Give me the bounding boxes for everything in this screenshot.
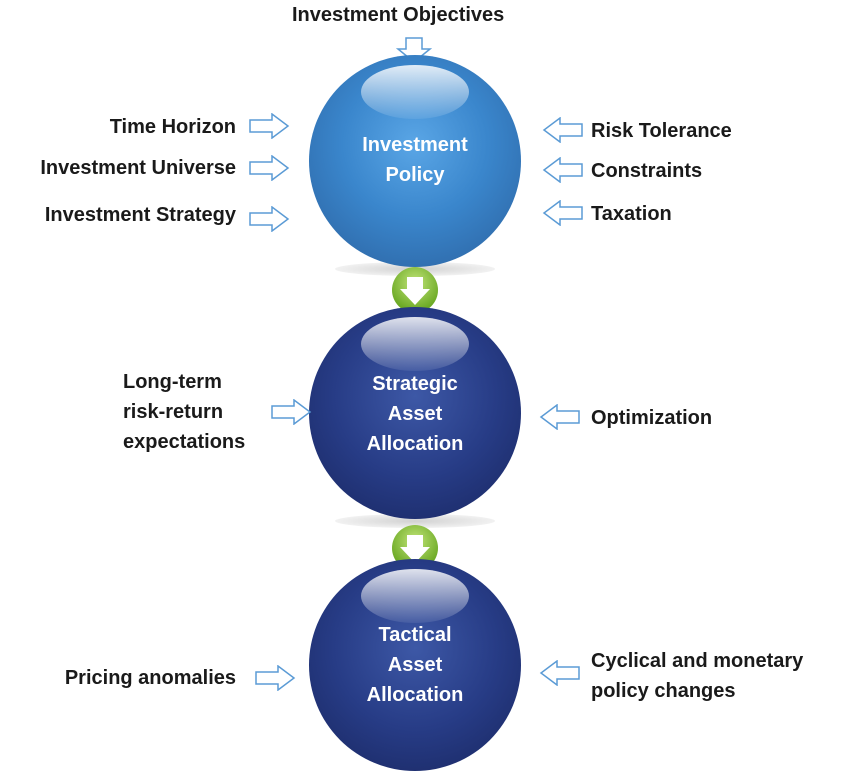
- risk-tolerance-arrow-icon: [543, 117, 583, 143]
- strategic-shadow: [335, 514, 495, 528]
- policy-text-line-2: Policy: [385, 164, 445, 186]
- investment-universe-label: Investment Universe: [40, 157, 236, 179]
- strategic-text-line-1: Strategic: [372, 373, 458, 395]
- pricing-anomalies-arrow-icon: [255, 665, 295, 691]
- strategic-asset-allocation-circle: Strategic Asset Allocation: [309, 307, 521, 519]
- policy-gloss: [361, 65, 469, 119]
- risk-return-label: risk-return: [123, 401, 224, 423]
- connector-arrow-1-icon: [392, 267, 438, 313]
- long-term-label: Long-term: [123, 371, 222, 393]
- investment-strategy-label: Investment Strategy: [44, 204, 236, 226]
- risk-return-arrow-icon: [271, 399, 311, 425]
- investment-universe-arrow-icon: [249, 155, 289, 181]
- pricing-anomalies-label: Pricing anomalies: [64, 667, 236, 689]
- taxation-label: Taxation: [591, 203, 672, 225]
- cyclical-arrow-icon: [540, 660, 580, 686]
- tactical-text-line-3: Allocation: [366, 684, 464, 706]
- constraints-arrow-icon: [543, 157, 583, 183]
- policy-changes-label: policy changes: [591, 680, 736, 702]
- time-horizon-arrow-icon: [249, 113, 289, 139]
- strategic-text-line-2: Asset: [387, 403, 443, 425]
- investment-objectives-label: Investment Objectives: [292, 4, 505, 26]
- tactical-text-line-1: Tactical: [378, 624, 452, 646]
- cyclical-monetary-label: Cyclical and monetary: [591, 650, 804, 672]
- taxation-arrow-icon: [543, 200, 583, 226]
- tactical-text-line-2: Asset: [387, 654, 443, 676]
- investment-strategy-arrow-icon: [249, 206, 289, 232]
- strategic-text-line-3: Allocation: [366, 433, 464, 455]
- risk-tolerance-label: Risk Tolerance: [591, 120, 732, 142]
- constraints-label: Constraints: [591, 160, 703, 182]
- tactical-asset-allocation-circle: Tactical Asset Allocation: [309, 559, 521, 771]
- strategic-gloss: [361, 317, 469, 371]
- investment-policy-circle: Investment Policy: [309, 55, 521, 267]
- time-horizon-label: Time Horizon: [109, 116, 236, 138]
- policy-text-line-1: Investment: [362, 134, 468, 156]
- optimization-arrow-icon: [540, 404, 580, 430]
- tactical-gloss: [361, 569, 469, 623]
- expectations-label: expectations: [123, 431, 246, 453]
- optimization-label: Optimization: [591, 407, 713, 429]
